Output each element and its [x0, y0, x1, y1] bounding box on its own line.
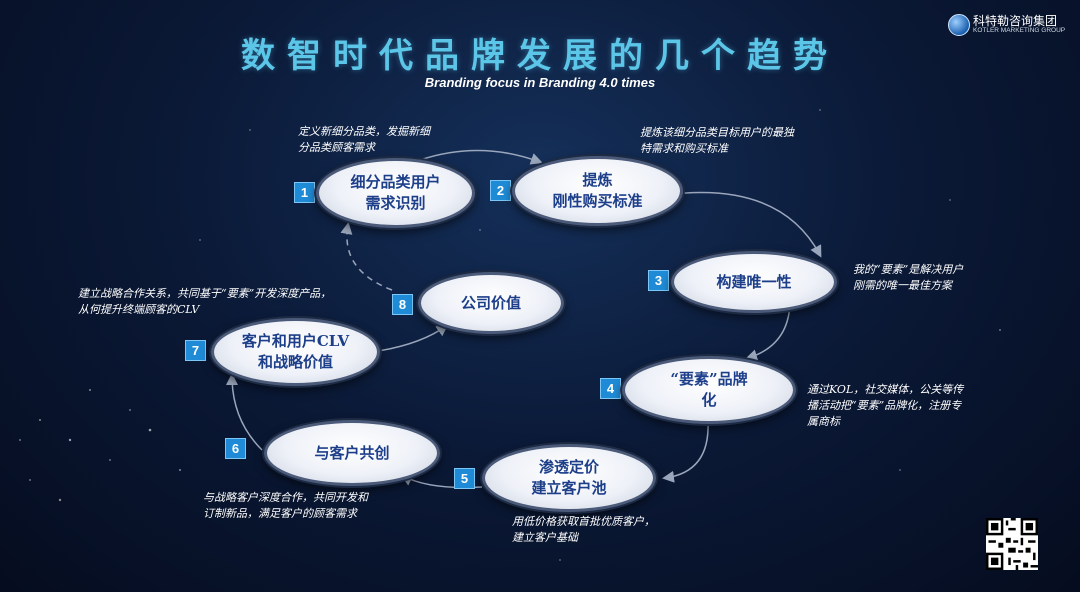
- step-2-node: 提炼刚性购买标准: [512, 156, 683, 226]
- step-1-badge: 1: [294, 182, 315, 203]
- arrow-6-to-7: [226, 373, 263, 451]
- step-8-label: 公司价值: [460, 293, 521, 312]
- step-6-description: 与战略客户深度合作，共同开发和订制新品，满足客户的顾客需求: [203, 491, 368, 520]
- step-7-description: 建立战略合作关系，共同基于“要素”开发深度产品，从何提升终端顾客的CLV: [78, 287, 332, 316]
- step-2-badge: 2: [490, 180, 511, 201]
- logo-globe-icon: [948, 14, 970, 36]
- step-6-node: 与客户共创: [264, 420, 440, 486]
- arrow-8-to-1: [340, 222, 393, 291]
- step-5-description: 用低价格获取首批优质客户，建立客户基础: [512, 515, 655, 544]
- step-5-badge: 5: [454, 468, 475, 489]
- step-5-node: 渗透定价建立客户池: [482, 444, 656, 512]
- step-3-description: 我的“要素”是解决用户刚需的唯一最佳方案: [853, 263, 964, 292]
- arrow-2-to-3: [664, 191, 822, 258]
- step-8-node: 公司价值: [418, 272, 564, 334]
- qr-code-image: [986, 518, 1038, 570]
- step-3-badge: 3: [648, 270, 669, 291]
- arrow-1-to-2: [419, 149, 543, 165]
- logo-chinese-name: 科特勒咨询集团: [973, 14, 1058, 28]
- company-logo: 科特勒咨询集团 KOTLER MARKETING GROUP: [948, 12, 1074, 38]
- arrow-4-to-5: [662, 421, 709, 483]
- step-4-label: “要素”品牌化: [670, 370, 748, 409]
- arrow-7-to-8: [371, 324, 449, 353]
- step-1-label: 细分品类用户需求识别: [350, 173, 441, 212]
- step-6-badge: 6: [225, 438, 246, 459]
- step-1-description: 定义新细分品类，发掘新细分品类顾客需求: [298, 125, 430, 154]
- step-4-badge: 4: [600, 378, 621, 399]
- step-7-badge: 7: [185, 340, 206, 361]
- step-2-description: 提炼该细分品类目标用户的最独特需求和购买标准: [640, 126, 794, 155]
- step-5-label: 渗透定价建立客户池: [531, 458, 607, 497]
- step-6-label: 与客户共创: [314, 443, 390, 462]
- page-title: 数智时代品牌发展的几个趋势: [241, 36, 839, 76]
- step-2-label: 提炼刚性购买标准: [552, 171, 643, 210]
- step-1-node: 细分品类用户需求识别: [316, 158, 475, 228]
- step-4-node: “要素”品牌化: [622, 356, 796, 424]
- step-3-node: 构建唯一性: [671, 251, 837, 313]
- step-8-badge: 8: [392, 294, 413, 315]
- step-3-label: 构建唯一性: [716, 272, 792, 291]
- step-4-description: 通过KOL，社交媒体，公关等传播活动把“要素”品牌化，注册专属商标: [807, 383, 964, 428]
- logo-english-name: KOTLER MARKETING GROUP: [973, 27, 1066, 34]
- page-subtitle: Branding focus in Branding 4.0 times: [424, 75, 656, 90]
